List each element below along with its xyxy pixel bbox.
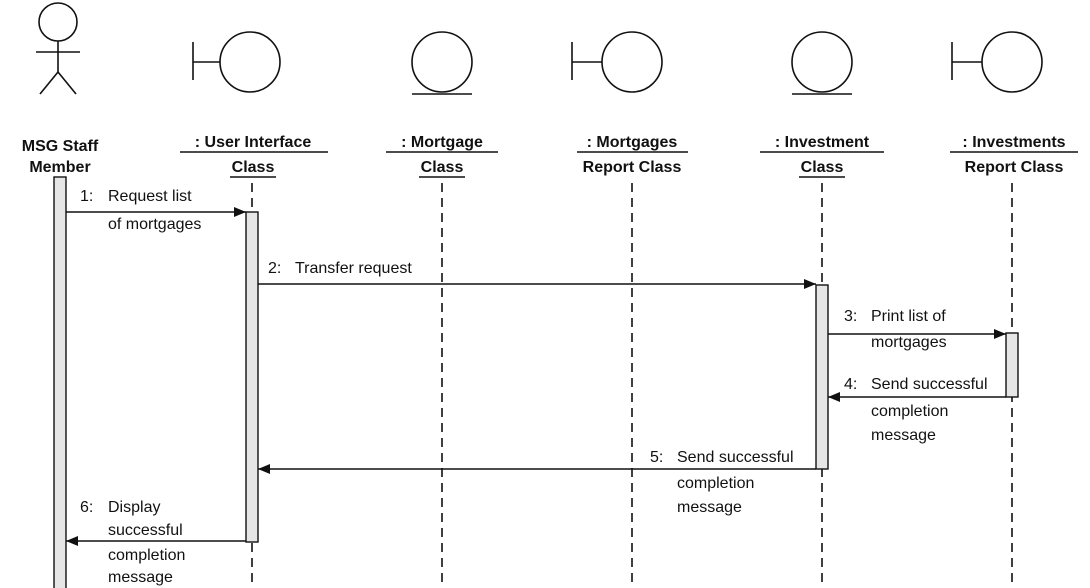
message-text-6-line3: completion (108, 547, 185, 564)
activation-bar-actor (53, 176, 67, 588)
participant-label-user-interface: : User Interface Class (180, 134, 328, 178)
boundary-icon (571, 31, 663, 93)
participant-name-line2: Class (801, 159, 844, 176)
message-text-4-line3: message (871, 427, 936, 444)
message-text-1-line2: of mortgages (108, 216, 201, 233)
message-text-3-line1: Print list of (871, 308, 946, 325)
participant-name-line2: Report Class (583, 159, 682, 176)
message-text-5-line1: Send successful (677, 449, 794, 466)
actor-name-line2: Member (29, 159, 90, 176)
participant-name-line1: : Investments (962, 134, 1065, 151)
message-number-2: 2: (268, 260, 281, 277)
message-number-1: 1: (80, 188, 93, 205)
message-text-6-line2: successful (108, 522, 183, 539)
participant-name-line1: : User Interface (195, 134, 312, 151)
activation-bar-user-interface (245, 211, 259, 543)
activation-bar-investment (815, 284, 829, 470)
message-number-5: 5: (650, 449, 663, 466)
message-text-6-line1: Display (108, 499, 160, 516)
boundary-icon (951, 31, 1043, 93)
participant-name-line1: : Mortgage (401, 134, 483, 151)
entity-icon (791, 31, 853, 95)
participant-name-line2: Class (421, 159, 464, 176)
participant-name-line1: : Investment (775, 134, 870, 151)
participant-label-mortgages-report: : Mortgages Report Class (577, 134, 688, 176)
participant-label-actor: MSG Staff Member (22, 138, 99, 176)
entity-icon (411, 31, 473, 95)
participant-label-investment: : Investment Class (760, 134, 884, 178)
message-text-2-line1: Transfer request (295, 260, 412, 277)
message-text-5-line2: completion (677, 475, 754, 492)
message-text-3-line2: mortgages (871, 334, 947, 351)
actor-icon (36, 2, 80, 95)
participant-label-mortgage: : Mortgage Class (386, 134, 498, 178)
participant-name-line2: Report Class (965, 159, 1064, 176)
message-text-1-line1: Request list (108, 188, 192, 205)
participant-name-line1: : Mortgages (587, 134, 678, 151)
message-text-5-line3: message (677, 499, 742, 516)
participant-label-investments-report: : Investments Report Class (950, 134, 1078, 176)
boundary-icon (192, 31, 281, 93)
participant-name-line2: Class (232, 159, 275, 176)
message-text-4-line1: Send successful (871, 376, 988, 393)
message-text-4-line2: completion (871, 403, 948, 420)
message-text-6-line4: message (108, 569, 173, 586)
message-number-4: 4: (844, 376, 857, 393)
message-number-3: 3: (844, 308, 857, 325)
actor-name-line1: MSG Staff (22, 138, 99, 155)
message-number-6: 6: (80, 499, 93, 516)
activation-bar-investments-report (1005, 332, 1019, 398)
